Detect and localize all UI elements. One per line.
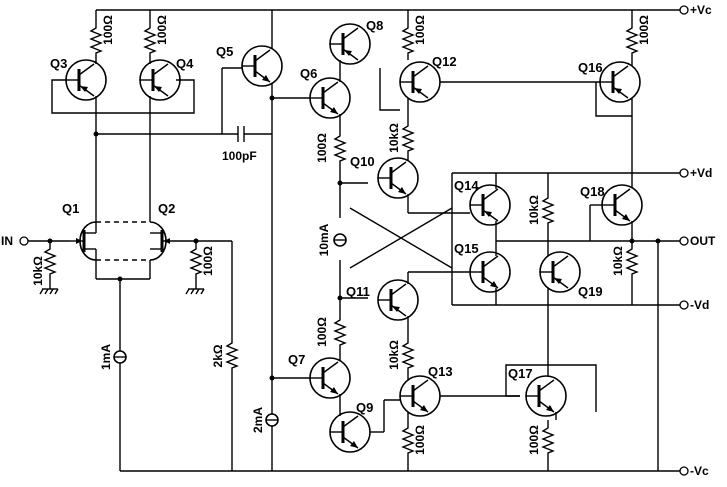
label-i-2ma: 2mA bbox=[251, 407, 265, 433]
label-r-q6: 100Ω bbox=[315, 133, 329, 163]
label-r-q18: 10kΩ bbox=[611, 246, 625, 276]
terminals bbox=[19, 5, 689, 476]
label-neg-vc: -Vc bbox=[690, 464, 709, 478]
label-q15: Q15 bbox=[454, 241, 479, 256]
label-q1: Q1 bbox=[62, 201, 79, 216]
label-q19: Q19 bbox=[578, 284, 603, 299]
label-q8: Q8 bbox=[366, 18, 383, 33]
label-q5: Q5 bbox=[216, 44, 233, 59]
label-q4: Q4 bbox=[176, 56, 194, 71]
label-pos-vc: +Vc bbox=[690, 3, 712, 17]
label-r-q17: 100Ω bbox=[527, 425, 541, 455]
compensation-capacitor bbox=[221, 67, 272, 142]
label-i-1ma: 1mA bbox=[99, 344, 113, 370]
label-r-q3: 100Ω bbox=[101, 15, 115, 45]
voltage-gain-stage bbox=[240, 10, 410, 471]
label-q2: Q2 bbox=[158, 201, 175, 216]
label-r-q14: 10kΩ bbox=[527, 195, 541, 225]
input-stage bbox=[28, 221, 238, 471]
label-in: IN bbox=[1, 234, 13, 248]
label-r-q16: 100Ω bbox=[637, 15, 651, 45]
label-q11: Q11 bbox=[346, 284, 370, 299]
label-c-100pf: 100pF bbox=[222, 149, 257, 163]
label-q18: Q18 bbox=[580, 184, 605, 199]
labels: +Vc -Vc +Vd -Vd OUT IN Q1 Q2 Q3 Q4 Q5 Q6… bbox=[1, 3, 716, 478]
label-q14: Q14 bbox=[454, 178, 479, 193]
label-q12: Q12 bbox=[432, 54, 457, 69]
mirror-q3-q4 bbox=[51, 10, 238, 222]
output-stage bbox=[451, 10, 661, 471]
label-pos-vd: +Vd bbox=[690, 166, 712, 180]
label-r-q2: 100Ω bbox=[201, 246, 215, 276]
label-q13: Q13 bbox=[428, 364, 453, 379]
label-neg-vd: -Vd bbox=[690, 298, 709, 312]
label-q17: Q17 bbox=[508, 366, 533, 381]
label-q7: Q7 bbox=[288, 352, 305, 367]
label-q3: Q3 bbox=[50, 56, 67, 71]
label-q16: Q16 bbox=[578, 60, 603, 75]
label-r-in: 10kΩ bbox=[31, 256, 45, 286]
label-out: OUT bbox=[690, 234, 716, 248]
supply-rails bbox=[96, 9, 680, 472]
label-r-q11: 10kΩ bbox=[387, 340, 401, 370]
label-r-q13: 100Ω bbox=[413, 425, 427, 455]
label-q9: Q9 bbox=[356, 400, 373, 415]
label-q6: Q6 bbox=[300, 66, 317, 81]
label-i-10ma: 10mA bbox=[317, 223, 331, 256]
label-r-2k: 2kΩ bbox=[211, 344, 225, 367]
label-r-q12: 100Ω bbox=[413, 15, 427, 45]
label-r-q7: 100Ω bbox=[315, 317, 329, 347]
label-q10: Q10 bbox=[350, 154, 375, 169]
label-r-q10: 10kΩ bbox=[387, 123, 401, 153]
driver-stage bbox=[349, 10, 600, 471]
label-r-q4: 100Ω bbox=[155, 15, 169, 45]
